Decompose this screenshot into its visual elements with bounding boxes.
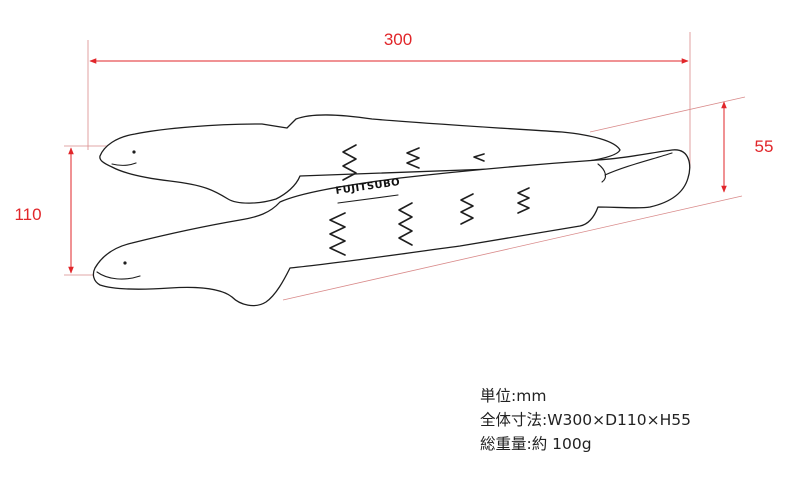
spec-unit: 単位:mm [480, 387, 547, 405]
back-fish-slots [342, 144, 485, 181]
spec-size: 全体寸法:W300×D110×H55 [480, 411, 692, 429]
front-fish-slots [329, 187, 530, 256]
width-label: 300 [384, 30, 412, 49]
depth-dimension: 110 [14, 147, 74, 274]
back-fish [99, 114, 621, 204]
spec-weight: 総重量:約 100g [480, 435, 592, 453]
width-dimension: 300 [89, 30, 689, 64]
height-label: 55 [755, 137, 774, 156]
front-fish [92, 149, 691, 307]
height-dimension: 55 [721, 101, 774, 193]
extension-lines [64, 32, 746, 301]
depth-label: 110 [14, 205, 41, 224]
